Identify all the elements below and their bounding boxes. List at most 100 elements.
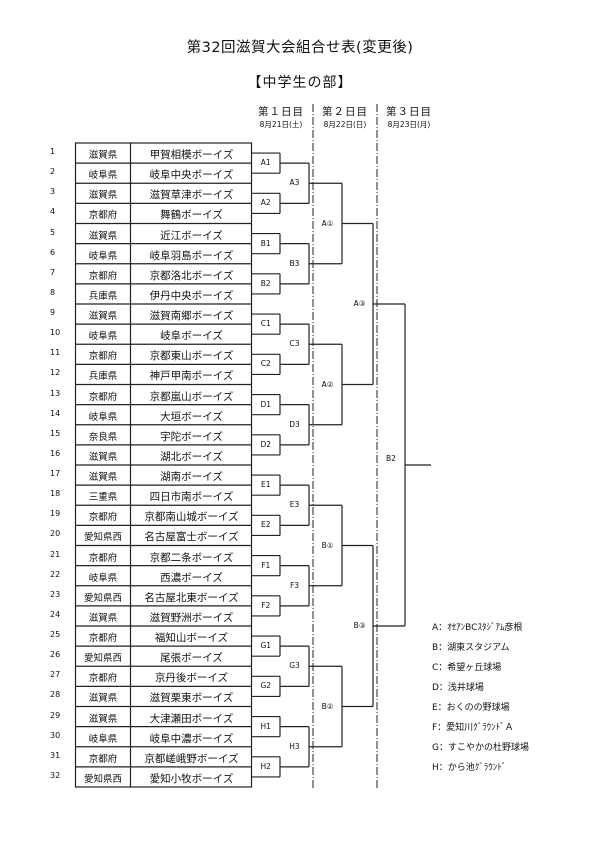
- team-number: 7: [50, 267, 56, 277]
- team-prefecture: 愛知県西: [83, 653, 122, 665]
- team-number: 30: [50, 730, 61, 740]
- team-number: 17: [50, 469, 61, 478]
- team-name: 京都嵐山ボーイズ: [149, 390, 234, 403]
- round1-match-label: F1: [261, 560, 271, 570]
- round3-match-label: B②: [321, 701, 334, 711]
- team-name: 滋賀野洲ボーイズ: [149, 611, 234, 624]
- team-prefecture: 滋賀県: [88, 612, 118, 624]
- venue-legend-item: D：浅井球場: [432, 683, 484, 693]
- team-number: 5: [50, 227, 56, 237]
- venue-legend-item: F：愛知川ｸﾞﾗｳﾝﾄﾞＡ: [432, 723, 514, 733]
- team-prefecture: 京都府: [88, 633, 118, 644]
- venue-legend-item: E：おくのの野球場: [432, 703, 510, 713]
- team-name: 近江ボーイズ: [160, 229, 223, 242]
- round2-match-label: B3: [289, 258, 300, 268]
- team-prefecture: 京都府: [88, 552, 118, 564]
- team-name: 福知山ボーイズ: [154, 632, 229, 644]
- team-name: 京都東山ボーイズ: [149, 350, 234, 363]
- team-number: 22: [50, 569, 61, 579]
- team-name: 名古屋北東ボーイズ: [144, 591, 239, 604]
- team-number: 28: [50, 690, 61, 700]
- round1-match-label: F2: [261, 600, 271, 610]
- team-name: 湖南ボーイズ: [160, 471, 223, 483]
- round3-match-label: A②: [321, 379, 334, 389]
- team-number: 8: [50, 287, 56, 297]
- team-prefecture: 岐阜県: [88, 572, 118, 584]
- team-prefecture: 岐阜県: [88, 331, 118, 343]
- team-number: 15: [50, 428, 61, 438]
- page-title: 第32回滋賀大会組合せ表(変更後): [186, 40, 414, 56]
- team-number: 21: [50, 549, 61, 559]
- team-name: 愛知小牧ボーイズ: [149, 772, 234, 785]
- team-number: 27: [50, 670, 61, 680]
- day1-label: 第１日目: [258, 106, 304, 118]
- team-number: 1: [50, 147, 56, 156]
- team-name: 滋賀南郷ボーイズ: [149, 310, 234, 322]
- team-prefecture: 京都府: [88, 351, 118, 363]
- team-name: 岐阜中央ボーイズ: [149, 169, 234, 182]
- round1-match-label: H2: [260, 761, 271, 771]
- team-number: 12: [50, 368, 61, 378]
- day2-date: 8月22日(日): [323, 120, 367, 129]
- team-number: 14: [50, 408, 61, 418]
- team-prefecture: 奈良県: [88, 431, 118, 443]
- day2-label: 第２日目: [322, 106, 368, 118]
- team-name: 宇陀ボーイズ: [160, 430, 223, 443]
- round2-match-label: F3: [289, 580, 300, 590]
- division-title: 【中学生の部】: [247, 75, 353, 91]
- round1-match-label: B1: [260, 238, 271, 248]
- team-number: 3: [50, 187, 56, 197]
- team-number: 20: [50, 529, 61, 539]
- team-number: 6: [50, 247, 56, 257]
- team-prefecture: 京都府: [88, 673, 118, 685]
- team-name: 岐阜中濃ボーイズ: [149, 732, 234, 745]
- day3-date: 8月23日(月): [387, 120, 431, 129]
- venue-legend-item: A：ｵｾｱﾝBCｽﾀｼﾞｱﾑ彦根: [432, 623, 523, 633]
- team-number: 31: [50, 750, 61, 760]
- round1-match-label: A2: [260, 198, 271, 208]
- round1-match-label: A1: [260, 158, 271, 168]
- round1-match-label: C1: [260, 319, 271, 329]
- round2-match-label: C3: [289, 339, 300, 349]
- round1-match-label: D2: [260, 439, 272, 449]
- team-prefecture: 滋賀県: [88, 472, 118, 483]
- team-prefecture: 愛知県西: [83, 773, 122, 785]
- team-name: 京都嵯峨野ボーイズ: [144, 752, 239, 765]
- venue-legend-item: H：から池ｸﾞﾗｳﾝﾄﾞ: [432, 763, 507, 773]
- team-number: 4: [50, 207, 56, 217]
- round1-match-label: B2: [260, 278, 271, 288]
- team-prefecture: 滋賀県: [88, 230, 118, 242]
- team-prefecture: 滋賀県: [88, 451, 118, 463]
- team-name: 四日市南ボーイズ: [149, 491, 234, 504]
- round1-match-label: E2: [260, 520, 271, 530]
- team-prefecture: 三重県: [88, 492, 118, 504]
- round1-match-label: D1: [260, 399, 272, 409]
- team-prefecture: 愛知県西: [83, 592, 122, 604]
- team-name: 岐阜ボーイズ: [160, 330, 223, 343]
- round3-match-label: B①: [321, 540, 334, 550]
- team-number: 2: [50, 167, 56, 177]
- team-name: 京都二条ボーイズ: [149, 551, 234, 564]
- team-prefecture: 京都府: [88, 753, 118, 765]
- team-name: 舞鶴ボーイズ: [160, 209, 223, 222]
- team-name: 甲賀相模ボーイズ: [149, 149, 234, 161]
- team-prefecture: 岐阜県: [88, 250, 118, 262]
- team-number: 23: [50, 589, 61, 599]
- round3-match-label: A①: [321, 218, 334, 228]
- team-name: 大垣ボーイズ: [160, 410, 223, 423]
- team-prefecture: 滋賀県: [88, 150, 118, 161]
- round1-match-label: E1: [260, 480, 271, 490]
- team-number: 9: [50, 308, 56, 317]
- team-number: 24: [50, 609, 61, 619]
- final-match-label: B2: [386, 454, 396, 463]
- team-name: 滋賀栗東ボーイズ: [149, 692, 234, 705]
- round1-match-label: G1: [260, 641, 272, 651]
- team-number: 13: [50, 388, 61, 398]
- round2-match-label: D3: [289, 419, 300, 429]
- semifinal-match-label: A③: [353, 299, 366, 308]
- team-prefecture: 岐阜県: [88, 733, 118, 745]
- team-prefecture: 滋賀県: [88, 713, 118, 725]
- team-prefecture: 京都府: [88, 391, 118, 403]
- team-name: 湖北ボーイズ: [160, 450, 223, 463]
